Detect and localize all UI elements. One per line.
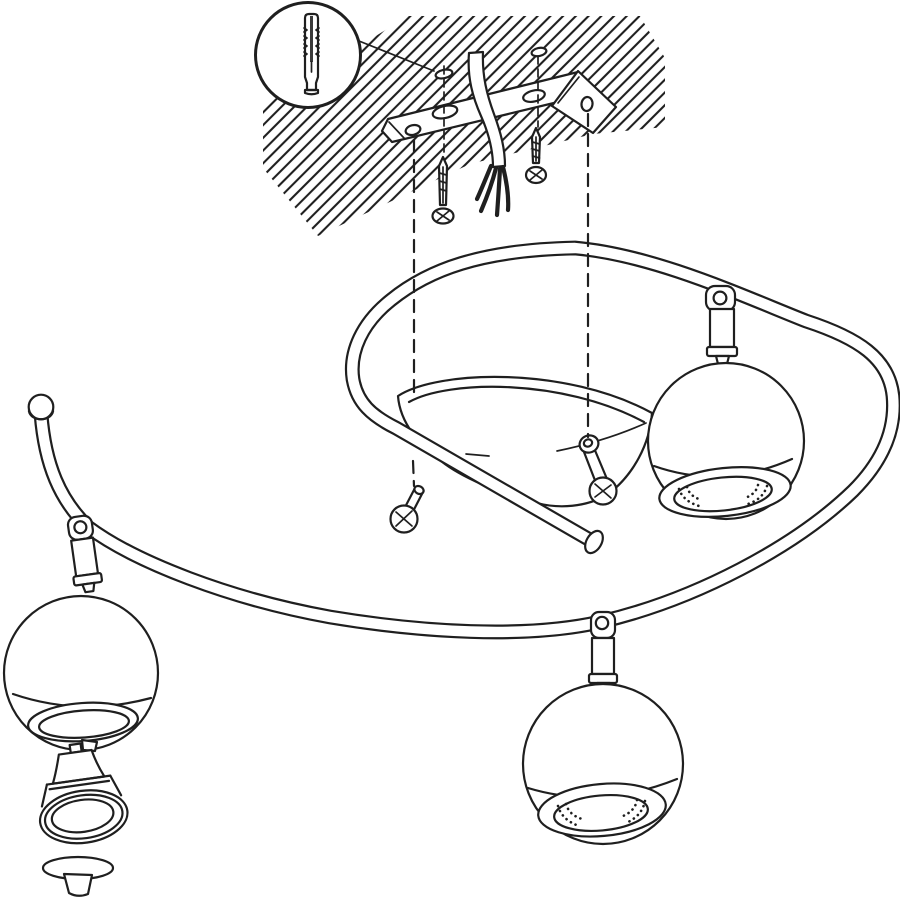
wall-plug-anchor-icon xyxy=(303,12,320,96)
spotlight-right xyxy=(646,361,806,521)
dashed-guide-left-lower xyxy=(411,459,416,488)
swivel-joint-left xyxy=(66,514,104,594)
spot-socket-opening xyxy=(37,709,131,739)
mounting-screw-left xyxy=(431,155,455,225)
inset-leader-line xyxy=(358,40,435,72)
bulb-face-inner xyxy=(50,798,115,834)
track-seam-mark xyxy=(465,453,490,457)
screw-tip xyxy=(413,484,425,496)
spot-reflector xyxy=(673,475,773,513)
canopy-screw-left xyxy=(389,484,425,534)
mounting-screw-right xyxy=(524,126,548,185)
wall-plug-inset xyxy=(254,1,362,109)
joint-pin xyxy=(712,290,728,306)
reflector-stipple xyxy=(677,483,769,508)
bracket-hole xyxy=(580,95,594,113)
joint-pin xyxy=(73,520,88,535)
cable-wires xyxy=(474,163,511,218)
reflector-bulb xyxy=(38,742,129,845)
ceiling-hole-right xyxy=(530,46,548,58)
track-end-cap-outer xyxy=(27,393,55,421)
plate-hole-left xyxy=(404,123,422,137)
joint-pin xyxy=(594,615,610,631)
plate-hole-right xyxy=(522,88,546,104)
canopy-screw-right xyxy=(578,434,618,506)
spot-reflector xyxy=(553,793,649,833)
swivel-joint-right xyxy=(704,284,739,366)
socket-nub xyxy=(80,738,99,753)
swivel-joint-bottom xyxy=(587,610,619,692)
power-cable xyxy=(467,50,511,218)
alignment-guides xyxy=(411,55,590,488)
spiral-track xyxy=(27,240,900,640)
spotlight-left xyxy=(2,594,160,752)
track-end-cap-inner xyxy=(584,529,604,555)
spotlight-bottom xyxy=(521,682,685,846)
cover-plug xyxy=(41,855,115,897)
reflector-stipple xyxy=(556,798,647,828)
ceiling-hatched-surface xyxy=(263,16,665,236)
